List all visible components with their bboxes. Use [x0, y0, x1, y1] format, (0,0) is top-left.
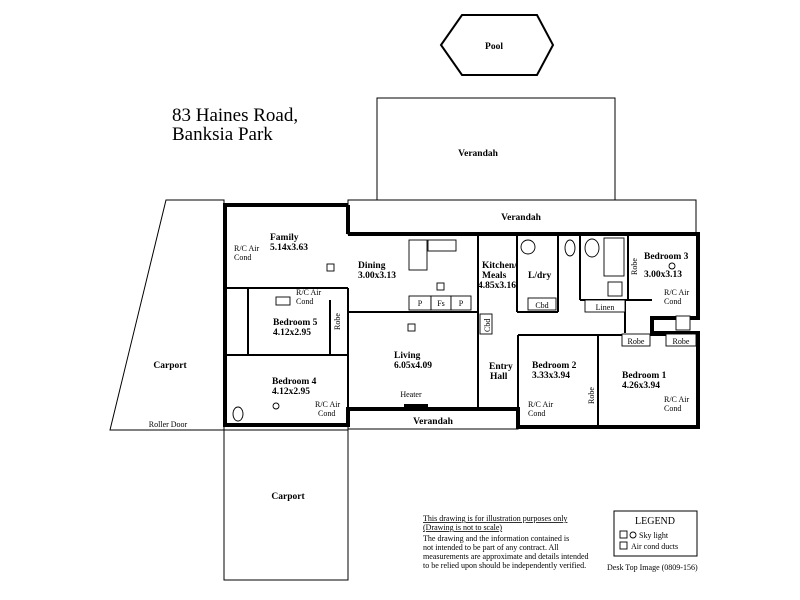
disclaimer-line-2: (Drawing is not to scale): [423, 523, 502, 532]
pool-outline: [439, 14, 555, 76]
side-carport-outline: [109, 199, 225, 431]
bath-tub: [603, 237, 625, 277]
rear-verandah-label: Verandah: [458, 149, 498, 159]
heater: [404, 404, 428, 411]
linen-cupboard: [584, 299, 626, 313]
front-carport-outline: [223, 429, 349, 581]
family-name: Family: [270, 233, 299, 243]
pantry-label-2: P: [459, 299, 464, 308]
bedroom5-skylight-icon: [275, 296, 291, 306]
legend-skylight-round-icon: [629, 531, 637, 539]
legend-air-cond: Air cond ducts: [631, 542, 678, 551]
bedroom2-size: 3.33x3.94: [532, 371, 570, 381]
disclaimer-line-4: not intended to be part of any contract.…: [423, 543, 560, 552]
bedroom1-robe-right-label: Robe: [673, 337, 690, 346]
bedroom4-size: 4.12x2.95: [272, 387, 310, 397]
legend-skylight-icon: [619, 530, 628, 539]
laundry-cupboard: [527, 297, 557, 311]
bedroom5-size: 4.12x2.95: [273, 328, 311, 338]
entry-cupboard: [479, 313, 493, 335]
pantry-label-1: P: [418, 299, 423, 308]
entry-name-2: Hall: [490, 372, 508, 382]
bedroom4-rc-air: R/C Air: [315, 400, 340, 409]
side-carport-label: Carport: [153, 361, 187, 371]
heater-label: Heater: [400, 390, 422, 399]
legend-box: [613, 510, 698, 557]
disclaimer-line-6: to be relied upon should be independentl…: [423, 561, 586, 570]
ensuite-toilet: [232, 406, 244, 422]
front-verandah-label: Verandah: [413, 417, 453, 427]
rear-verandah-outline: [376, 97, 616, 200]
bedroom1-robe-right: [665, 333, 697, 347]
legend-sky-light: Sky light: [639, 531, 669, 540]
family-cond: Cond: [234, 253, 251, 262]
disclaimer-line-3: The drawing and the information containe…: [423, 534, 569, 543]
wc-toilet: [564, 239, 576, 257]
kitchen-sink: [427, 239, 457, 252]
bedroom5-robe-label: Robe: [333, 313, 342, 330]
dining-size: 3.00x3.13: [358, 271, 396, 281]
living-air-duct-icon: [407, 323, 416, 332]
side-verandah-label: Verandah: [501, 213, 541, 223]
bedroom3-rc-air: R/C Air: [664, 288, 689, 297]
family-size: 5.14x3.63: [270, 243, 308, 253]
family-rc-air: R/C Air: [234, 244, 259, 253]
bedroom3-robe-label: Robe: [630, 258, 639, 275]
ensuite-skylight-icon: [675, 315, 691, 331]
disclaimer-line-1: This drawing is for illustration purpose…: [423, 514, 567, 523]
bedroom5-cond: Cond: [296, 297, 313, 306]
bedroom1-rc-air: R/C Air: [664, 395, 689, 404]
bedroom2-name: Bedroom 2: [532, 361, 577, 371]
bedroom3-size: 3.00x3.13: [644, 270, 682, 280]
bath-skylight-icon: [607, 281, 623, 297]
front-carport-label: Carport: [271, 492, 305, 502]
bedroom3-cond: Cond: [664, 297, 681, 306]
pool-label: Pool: [485, 42, 503, 52]
kitchen-bench-fixtures: P Fs P: [408, 295, 472, 311]
living-size: 6.05x4.09: [394, 361, 432, 371]
dining-name: Dining: [358, 261, 386, 271]
bathroom-basin: [584, 238, 600, 258]
kitchen-air-duct-icon: [436, 282, 445, 291]
legend-title: LEGEND: [635, 516, 675, 527]
family-air-duct-icon: [326, 263, 335, 272]
bedroom1-name: Bedroom 1: [622, 371, 667, 381]
kitchen-size: 4.85x3.16: [478, 281, 516, 291]
bedroom1-robe-left: [621, 333, 651, 347]
kitchen-name-1: Kitchen/: [482, 261, 517, 271]
bedroom4-skylight-icon: [272, 402, 280, 410]
bedroom1-cond: Cond: [664, 404, 681, 413]
entry-name-1: Entry: [489, 362, 513, 372]
roller-door-label: Roller Door: [149, 420, 188, 429]
living-name: Living: [394, 351, 421, 361]
bedroom2-robe-label: Robe: [587, 387, 596, 404]
fridge-space-label: Fs: [437, 299, 445, 308]
legend-air-duct-icon: [619, 541, 628, 550]
credit-label: Desk Top Image (0809-156): [607, 563, 698, 572]
bedroom3-skylight-icon: [668, 262, 676, 270]
disclaimer-line-5: measurements are approximate and details…: [423, 552, 589, 561]
bedroom3-name: Bedroom 3: [644, 252, 689, 262]
bedroom4-name: Bedroom 4: [272, 377, 317, 387]
kitchen-name-2: Meals: [482, 271, 507, 281]
laundry-trough: [520, 239, 536, 255]
kitchen-cooktop: [408, 239, 428, 271]
entry-cbd-label: Cbd: [483, 319, 492, 332]
laundry-cbd-label: Cbd: [535, 301, 548, 310]
address-line-2: Banksia Park: [172, 124, 273, 145]
bedroom4-cond: Cond: [318, 409, 335, 418]
laundry-label: L/dry: [528, 271, 551, 281]
bedroom1-size: 4.26x3.94: [622, 381, 660, 391]
bedroom5-rc-air: R/C Air: [296, 288, 321, 297]
address-line-1: 83 Haines Road,: [172, 105, 298, 126]
linen-label: Linen: [596, 303, 615, 312]
bedroom1-robe-left-label: Robe: [628, 337, 645, 346]
bedroom5-name: Bedroom 5: [273, 318, 318, 328]
bedroom2-cond: Cond: [528, 409, 545, 418]
bedroom2-rc-air: R/C Air: [528, 400, 553, 409]
